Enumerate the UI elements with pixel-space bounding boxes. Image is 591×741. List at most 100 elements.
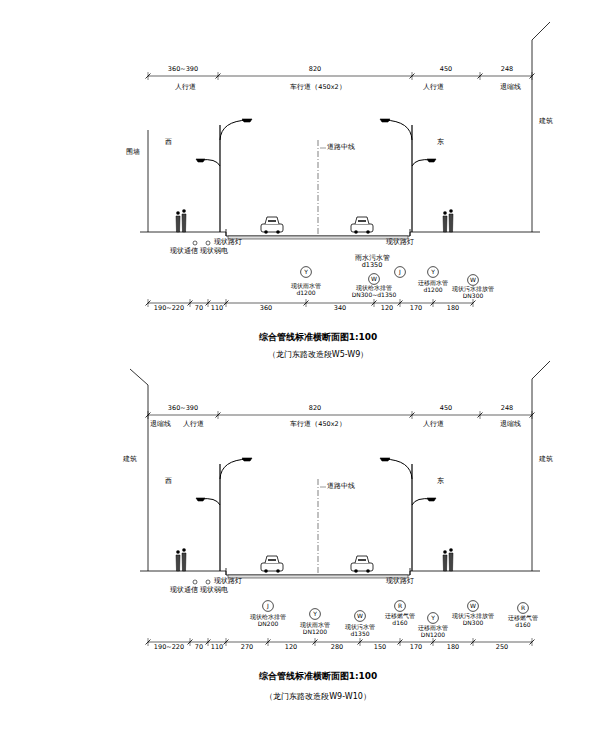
pipe-label: 迁移雨水管 DN1200 xyxy=(418,625,448,638)
drawing-path xyxy=(427,159,436,162)
dimension-text: 450 xyxy=(440,405,452,412)
pipe-code: Y xyxy=(427,266,439,278)
drawing-line xyxy=(360,638,361,646)
drawing-line xyxy=(226,638,227,646)
pipe-label: 现状污水排放管 DN300 xyxy=(452,613,494,626)
drawing-line xyxy=(480,72,481,80)
road-pavement xyxy=(228,236,408,239)
road-pavement xyxy=(228,575,408,578)
drawing-line xyxy=(130,369,148,385)
drawing-line xyxy=(411,125,412,232)
pipe-label: 迁移燃气管 d160 xyxy=(385,613,415,626)
pipe-code: J xyxy=(394,266,406,278)
drawing-line xyxy=(148,303,473,304)
drawing-subtitle: （龙门东路改造段W9-W10） xyxy=(265,693,371,702)
drawing-line xyxy=(320,487,326,488)
drawing-path xyxy=(380,119,390,122)
drawing-line xyxy=(226,299,227,307)
drawing-path xyxy=(443,555,447,571)
drawing-line xyxy=(374,299,375,307)
drawing-path xyxy=(449,214,453,232)
pipe-circle: W现状给水排管 DN300~d1350 xyxy=(368,273,380,285)
annotation-text: 人行道 xyxy=(423,421,444,428)
drawing-line xyxy=(400,638,401,646)
annotation-text: 退缩线 xyxy=(500,421,521,428)
car-symbol xyxy=(261,563,283,571)
drawing-line xyxy=(219,125,220,232)
pipe-code: Y xyxy=(427,612,439,624)
pipe-circle-shape xyxy=(395,601,406,612)
annotation-text: 现状弱电 xyxy=(200,587,228,594)
drawing-path xyxy=(449,553,453,571)
dimension-text: 248 xyxy=(501,405,513,412)
pipe-code: R xyxy=(394,600,406,612)
drawing-line xyxy=(218,72,219,80)
drawing-line xyxy=(226,229,227,236)
drawing-line xyxy=(410,568,411,575)
dimension-text: 170 xyxy=(410,644,422,651)
car-symbol xyxy=(351,224,373,232)
drawing-line xyxy=(208,299,209,307)
drawing-path xyxy=(176,555,180,571)
annotation-text: 雨水污水管 d1350 xyxy=(355,255,390,269)
pipe-circle-shape xyxy=(428,267,439,278)
pipe-circle-shape xyxy=(468,275,479,286)
drawing-line xyxy=(318,479,319,573)
pipe-label: 现状污水排放管 DN300 xyxy=(452,286,494,299)
annotation-text: 退缩线 xyxy=(150,421,171,428)
pipe-code: W xyxy=(467,274,479,286)
dimension-text: 248 xyxy=(501,66,513,73)
pipe-circle: J xyxy=(394,266,406,278)
drawing-path xyxy=(242,458,252,461)
annotation-text: 西 xyxy=(165,139,172,146)
person-head xyxy=(182,548,186,552)
car-symbol xyxy=(261,224,283,232)
dimension-text: 820 xyxy=(309,405,321,412)
annotation-text: 现状路灯 xyxy=(214,239,242,246)
drawing-line xyxy=(315,638,316,646)
pipe-code: Y xyxy=(300,266,312,278)
drawing-line xyxy=(358,559,366,561)
drawing-line xyxy=(410,229,411,236)
drawing-path xyxy=(196,498,205,501)
pipe-circle-shape xyxy=(263,601,274,612)
drawing-line xyxy=(318,140,319,234)
annotation-text: 车行道（450x2） xyxy=(290,421,345,428)
dimension-text: 150 xyxy=(374,644,386,651)
drawing-line xyxy=(148,76,532,77)
annotation-text: 西 xyxy=(165,478,172,485)
pipe-circle-shape xyxy=(428,613,439,624)
dimension-text: 270 xyxy=(241,644,253,651)
dimension-text: 250 xyxy=(496,644,508,651)
annotation-text: 现状路灯 xyxy=(386,578,414,585)
drawing-line xyxy=(148,299,149,307)
annotation-text: 退缩线 xyxy=(500,84,521,91)
pipe-label: 迁移雨水管 d1200 xyxy=(418,280,448,293)
drawing-path xyxy=(380,458,390,461)
annotation-text: 建筑 xyxy=(539,456,553,463)
drawing-line xyxy=(218,411,219,419)
drawing-path xyxy=(182,214,186,232)
pipe-code: Y xyxy=(309,608,321,620)
dimension-text: 450 xyxy=(440,66,452,73)
car-symbol xyxy=(351,563,373,571)
pipe-circle-shape xyxy=(369,274,380,285)
drawing-line xyxy=(320,148,326,149)
drawing-path xyxy=(265,217,279,224)
drawing-line xyxy=(148,385,149,571)
drawing-line xyxy=(473,299,474,307)
annotation-text: 建筑 xyxy=(123,456,137,463)
drawing-path xyxy=(355,556,369,563)
pipe-circle: Y现状雨水管 d1200 xyxy=(300,266,312,278)
pipe-circle: J现状给水排管 DN200 xyxy=(262,600,274,612)
drawing-line xyxy=(532,638,533,646)
dimension-text: 180 xyxy=(447,644,459,651)
person-head xyxy=(176,550,180,554)
annotation-text: 东 xyxy=(437,139,444,146)
dimension-text: 340 xyxy=(334,305,346,312)
drawing-line xyxy=(226,568,227,575)
drawing-path xyxy=(140,571,540,575)
pipe-label: 现状给水排管 DN300~d1350 xyxy=(352,285,397,298)
annotation-text: 人行道 xyxy=(423,84,444,91)
